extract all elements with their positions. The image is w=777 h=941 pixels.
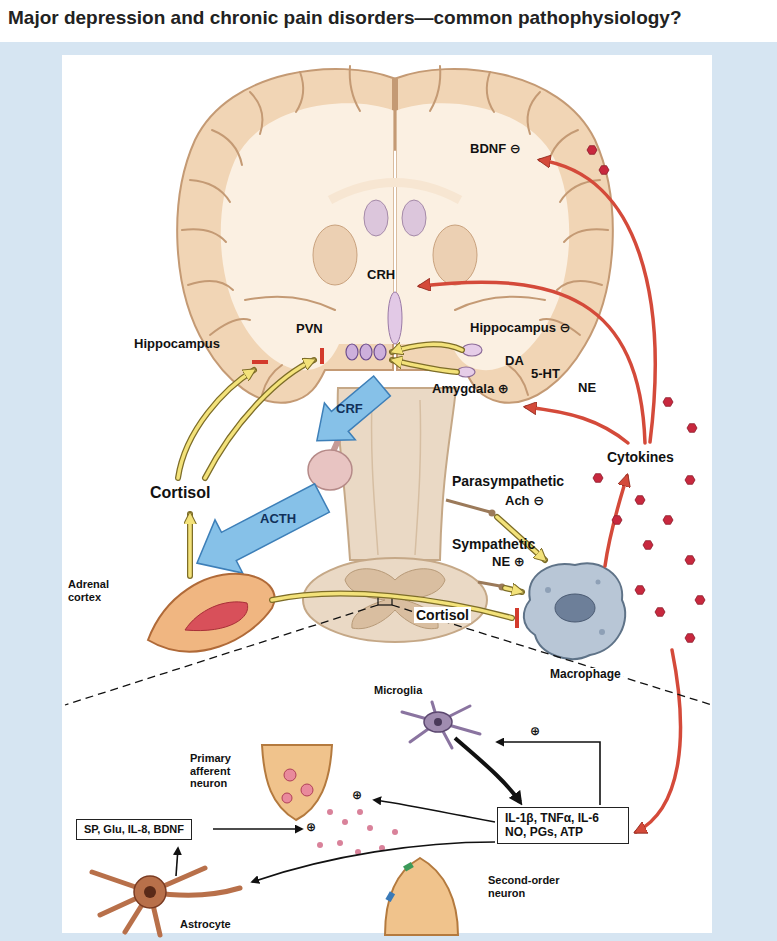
annotation-label: PVN [296, 322, 323, 337]
second-order-neuron [385, 858, 458, 935]
transmitter-dots [317, 809, 398, 855]
annotation-label: Adrenal cortex [68, 578, 130, 603]
cytokine-dots [587, 146, 705, 643]
annotation-label: Primary afferent neuron [190, 752, 252, 790]
annotation-label: Parasympathetic [452, 473, 564, 489]
annotation-label: Macrophage [548, 668, 623, 682]
mediator-box: IL-1β, TNFα, IL-6 NO, PGs, ATP [497, 807, 629, 844]
annotation-label: Hippocampus ⊖ [470, 321, 570, 336]
annotation-label: 5-HT [531, 367, 560, 382]
annotation-label: Astrocyte [180, 918, 231, 931]
annotation-label: DA [505, 354, 524, 369]
pvn-nucleus [346, 344, 358, 360]
annotation-label: Cortisol [150, 484, 210, 502]
annotation-label: Second-order neuron [488, 874, 570, 899]
annotation-label: BDNF ⊖ [470, 142, 521, 157]
annotation-label: Microglia [374, 684, 422, 697]
annotation-label: Amygdala ⊕ [432, 382, 509, 397]
annotation-label: ACTH [260, 512, 296, 527]
sympathetic-nerve [478, 582, 500, 586]
box-text: SP, Glu, IL-8, BDNF [84, 823, 184, 836]
annotation-label: Cytokines [607, 449, 674, 465]
spinal-cord [303, 558, 487, 642]
pvn-nucleus [374, 344, 386, 360]
zoom-lines [65, 605, 712, 705]
adrenal-gland [148, 574, 274, 652]
inhibition-bar [515, 608, 519, 628]
annotation-label: CRF [336, 402, 363, 417]
parasympathetic-nerve [446, 500, 490, 512]
inhibition-bar [320, 348, 324, 364]
macrophage-cell [524, 563, 625, 659]
annotation-label: Cortisol [414, 607, 471, 623]
cytokine-arrows [420, 160, 680, 832]
annotation-label: NE ⊕ [492, 555, 525, 570]
annotation-label: Hippocampus [134, 337, 220, 352]
annotation-label: CRH [367, 268, 395, 283]
brain-section [177, 66, 613, 403]
panel-ground [0, 42, 777, 941]
annotation-label: NE [578, 381, 596, 396]
title: Major depression and chronic pain disord… [8, 7, 682, 29]
annotation-label: ⊕ [306, 821, 316, 835]
pvn-nucleus [360, 344, 372, 360]
annotation-label: Sympathetic [452, 536, 535, 552]
primary-afferent-terminal [262, 745, 332, 820]
crf-arrow [301, 368, 397, 459]
astrocyte-cell [92, 868, 240, 935]
mediator-box: SP, Glu, IL-8, BDNF [76, 819, 192, 840]
annotation-label: ⊕ [530, 725, 540, 739]
microglia-cell [402, 702, 480, 748]
card-ground [62, 55, 712, 933]
inhibition-bar [252, 360, 268, 364]
annotation-label: Ach ⊖ [505, 494, 544, 509]
box-text: IL-1β, TNFα, IL-6 NO, PGs, ATP [505, 811, 621, 840]
annotation-label: ⊕ [352, 789, 362, 803]
